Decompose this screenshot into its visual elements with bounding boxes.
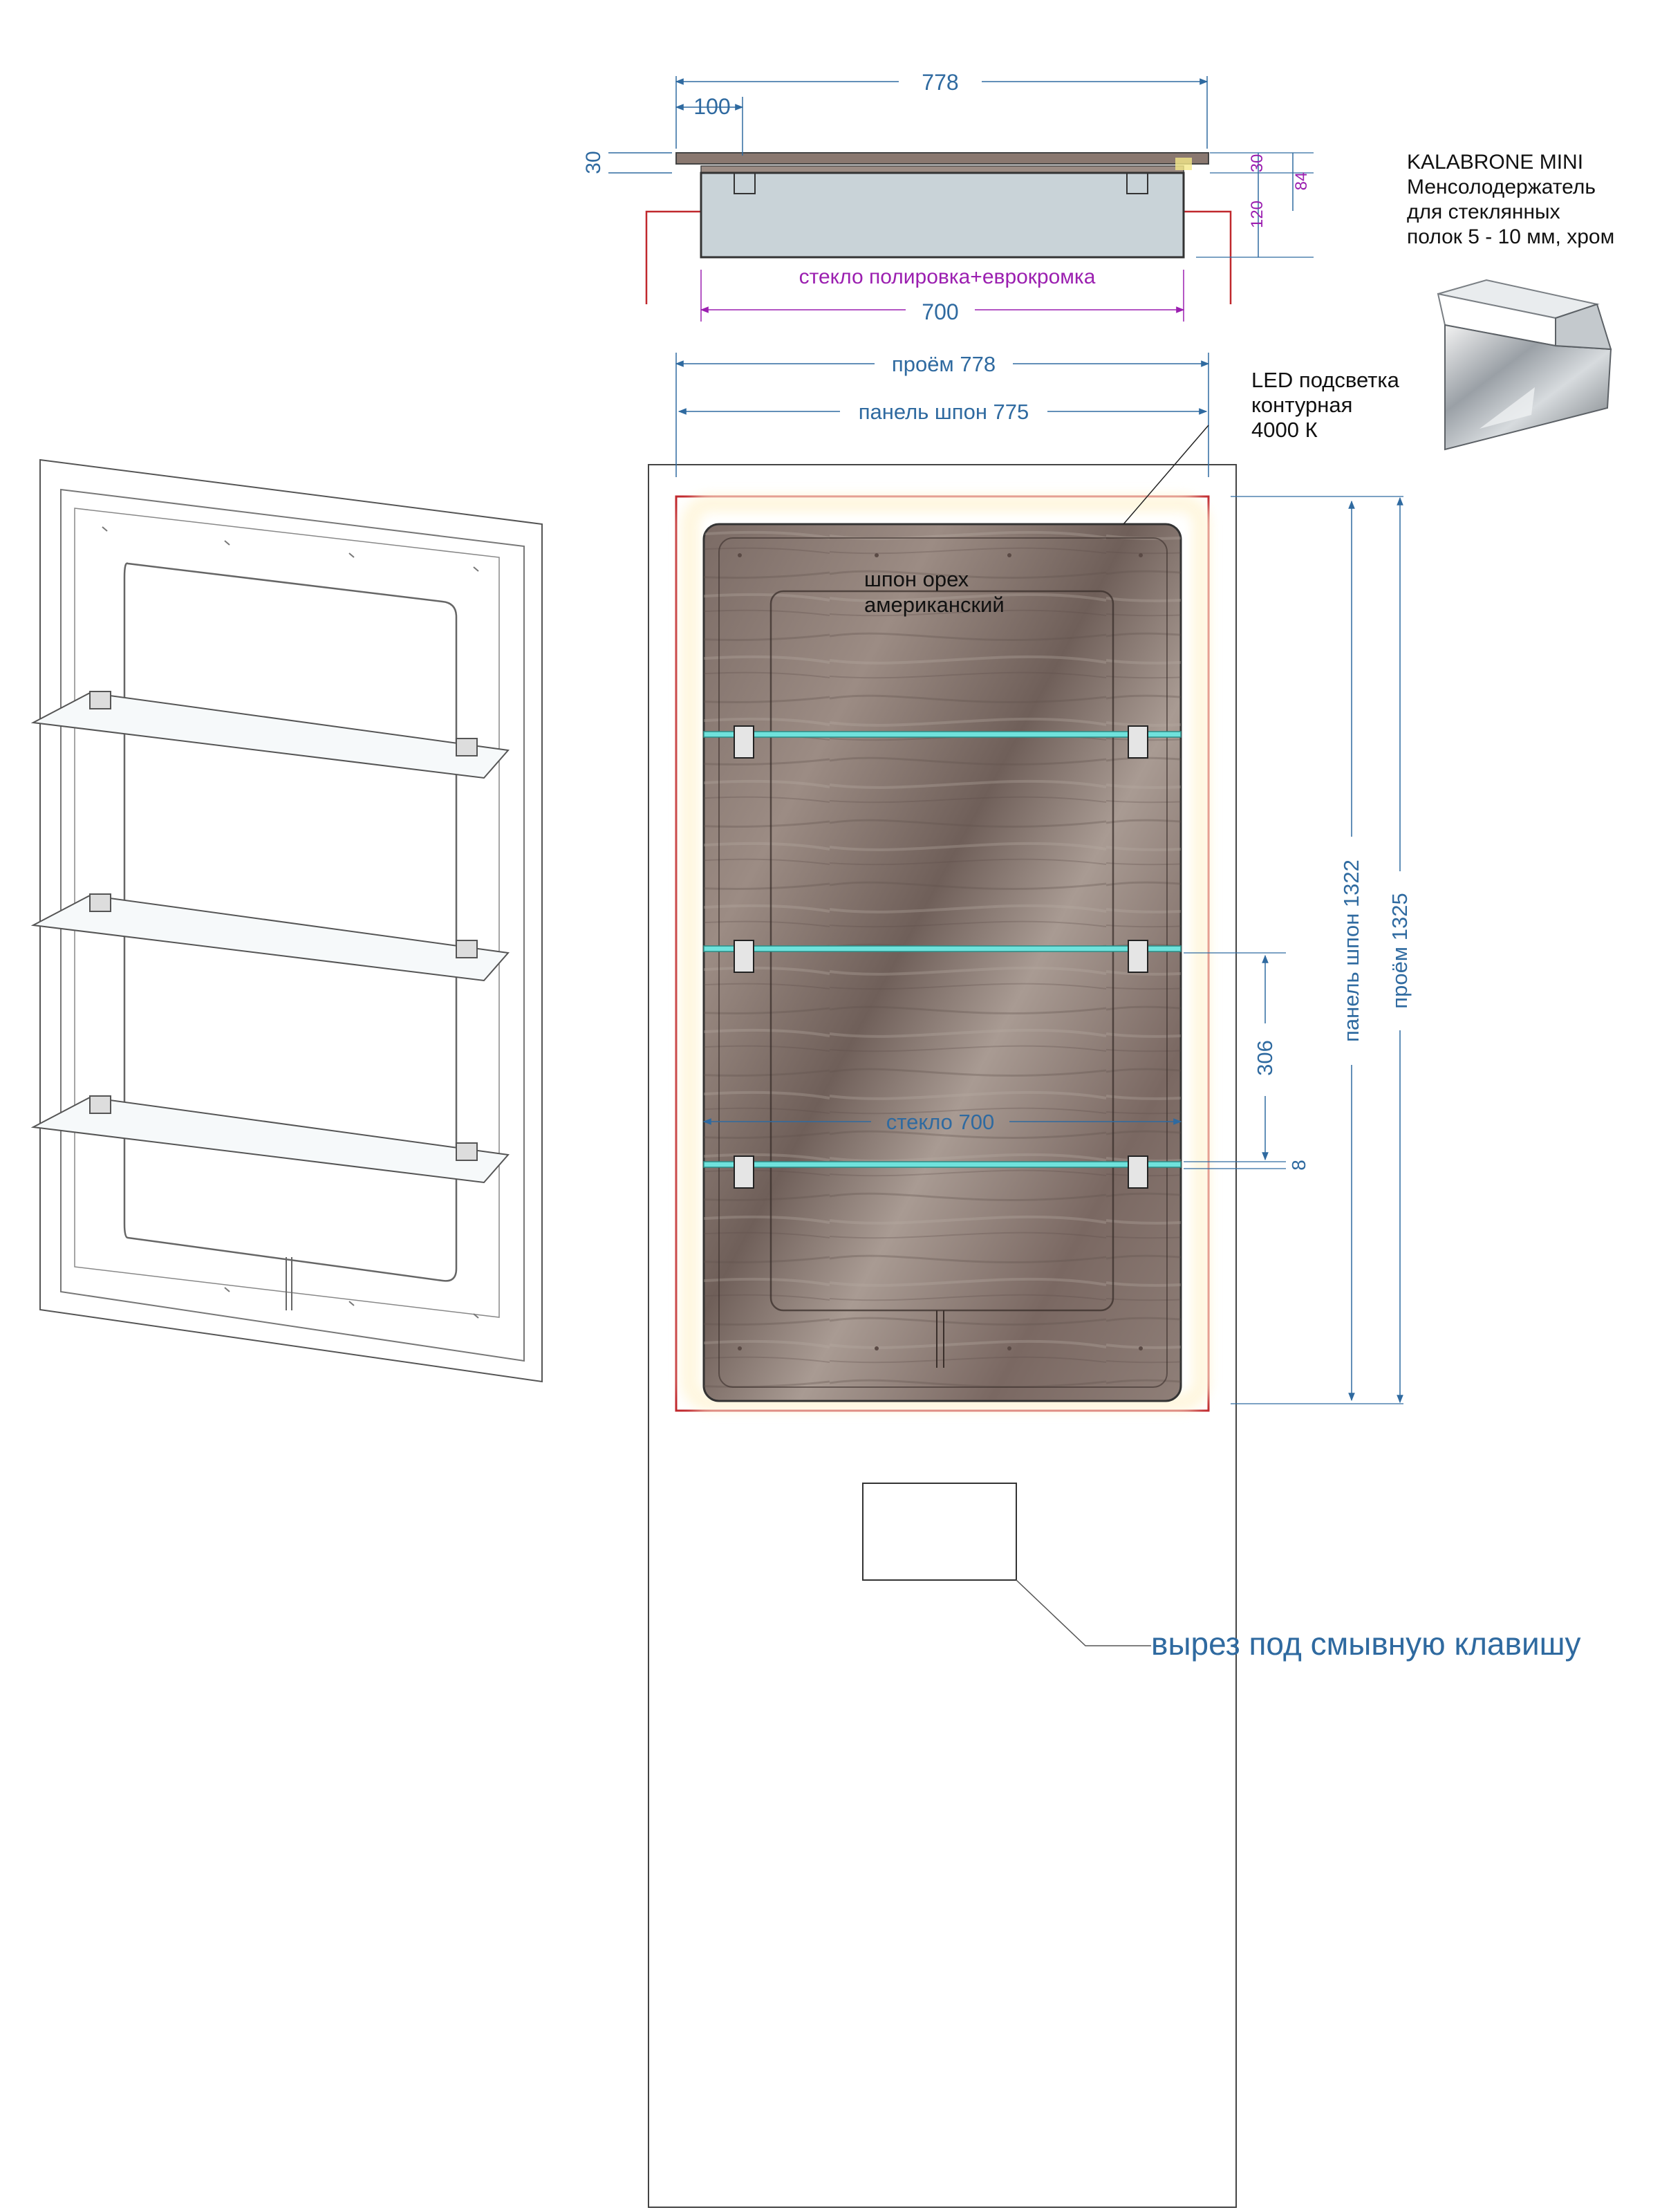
glass-width-700: 700	[922, 299, 958, 324]
cutout-label: вырез под смывную клавишу	[1151, 1626, 1581, 1662]
product-line-1: Менсолодержатель	[1407, 176, 1596, 198]
depth-120: 120	[1248, 201, 1267, 228]
depth-84: 84	[1292, 172, 1311, 191]
opening-width-label: проём 778	[892, 352, 996, 376]
front-view: шпон орех американский стекло 700 проём …	[648, 352, 1581, 2208]
isometric-sketch	[30, 458, 543, 1383]
shelf-holder-callout: KALABRONE MINI Менсолодержатель для стек…	[1407, 151, 1614, 451]
product-line-2: для стеклянных	[1407, 201, 1560, 223]
thickness-30-left: 30	[582, 151, 605, 174]
panel-width-label: панель шпон 775	[859, 400, 1029, 424]
glass-finish-label: стекло полировка+еврокромка	[799, 266, 1096, 288]
veneer-panel-plan	[675, 152, 1209, 165]
top-width-778: 778	[922, 70, 958, 95]
flush-button-cutout	[862, 1483, 1017, 1581]
led-label-2: контурная	[1251, 393, 1352, 417]
offset-100: 100	[693, 94, 730, 119]
glass-shelf-1	[703, 725, 1182, 759]
product-title: KALABRONE MINI	[1407, 151, 1583, 174]
thickness-30-right: 30	[1248, 154, 1267, 173]
opening-height-label: проём 1325	[1388, 893, 1412, 1008]
glass-shelf-3	[703, 1155, 1182, 1189]
led-label-1: LED подсветка	[1251, 368, 1400, 392]
glass-shelf-2	[703, 940, 1182, 973]
veneer-label-1: шпон орех	[864, 567, 969, 591]
top-view: 778 100 30 30 120 84 стекло полировка+ев…	[582, 70, 1314, 324]
shelf-spacing-306: 306	[1253, 1040, 1277, 1076]
glass-700-label: стекло 700	[886, 1110, 995, 1134]
led-label-3: 4000 К	[1251, 418, 1318, 442]
veneer-label-2: американский	[864, 593, 1005, 617]
niche-box-plan	[700, 171, 1185, 259]
shelf-bracket-icon	[1437, 279, 1612, 451]
panel-height-label: панель шпон 1322	[1339, 860, 1363, 1042]
shelf-thickness-8: 8	[1288, 1160, 1309, 1171]
product-line-3: полок 5 - 10 мм, хром	[1407, 225, 1614, 248]
